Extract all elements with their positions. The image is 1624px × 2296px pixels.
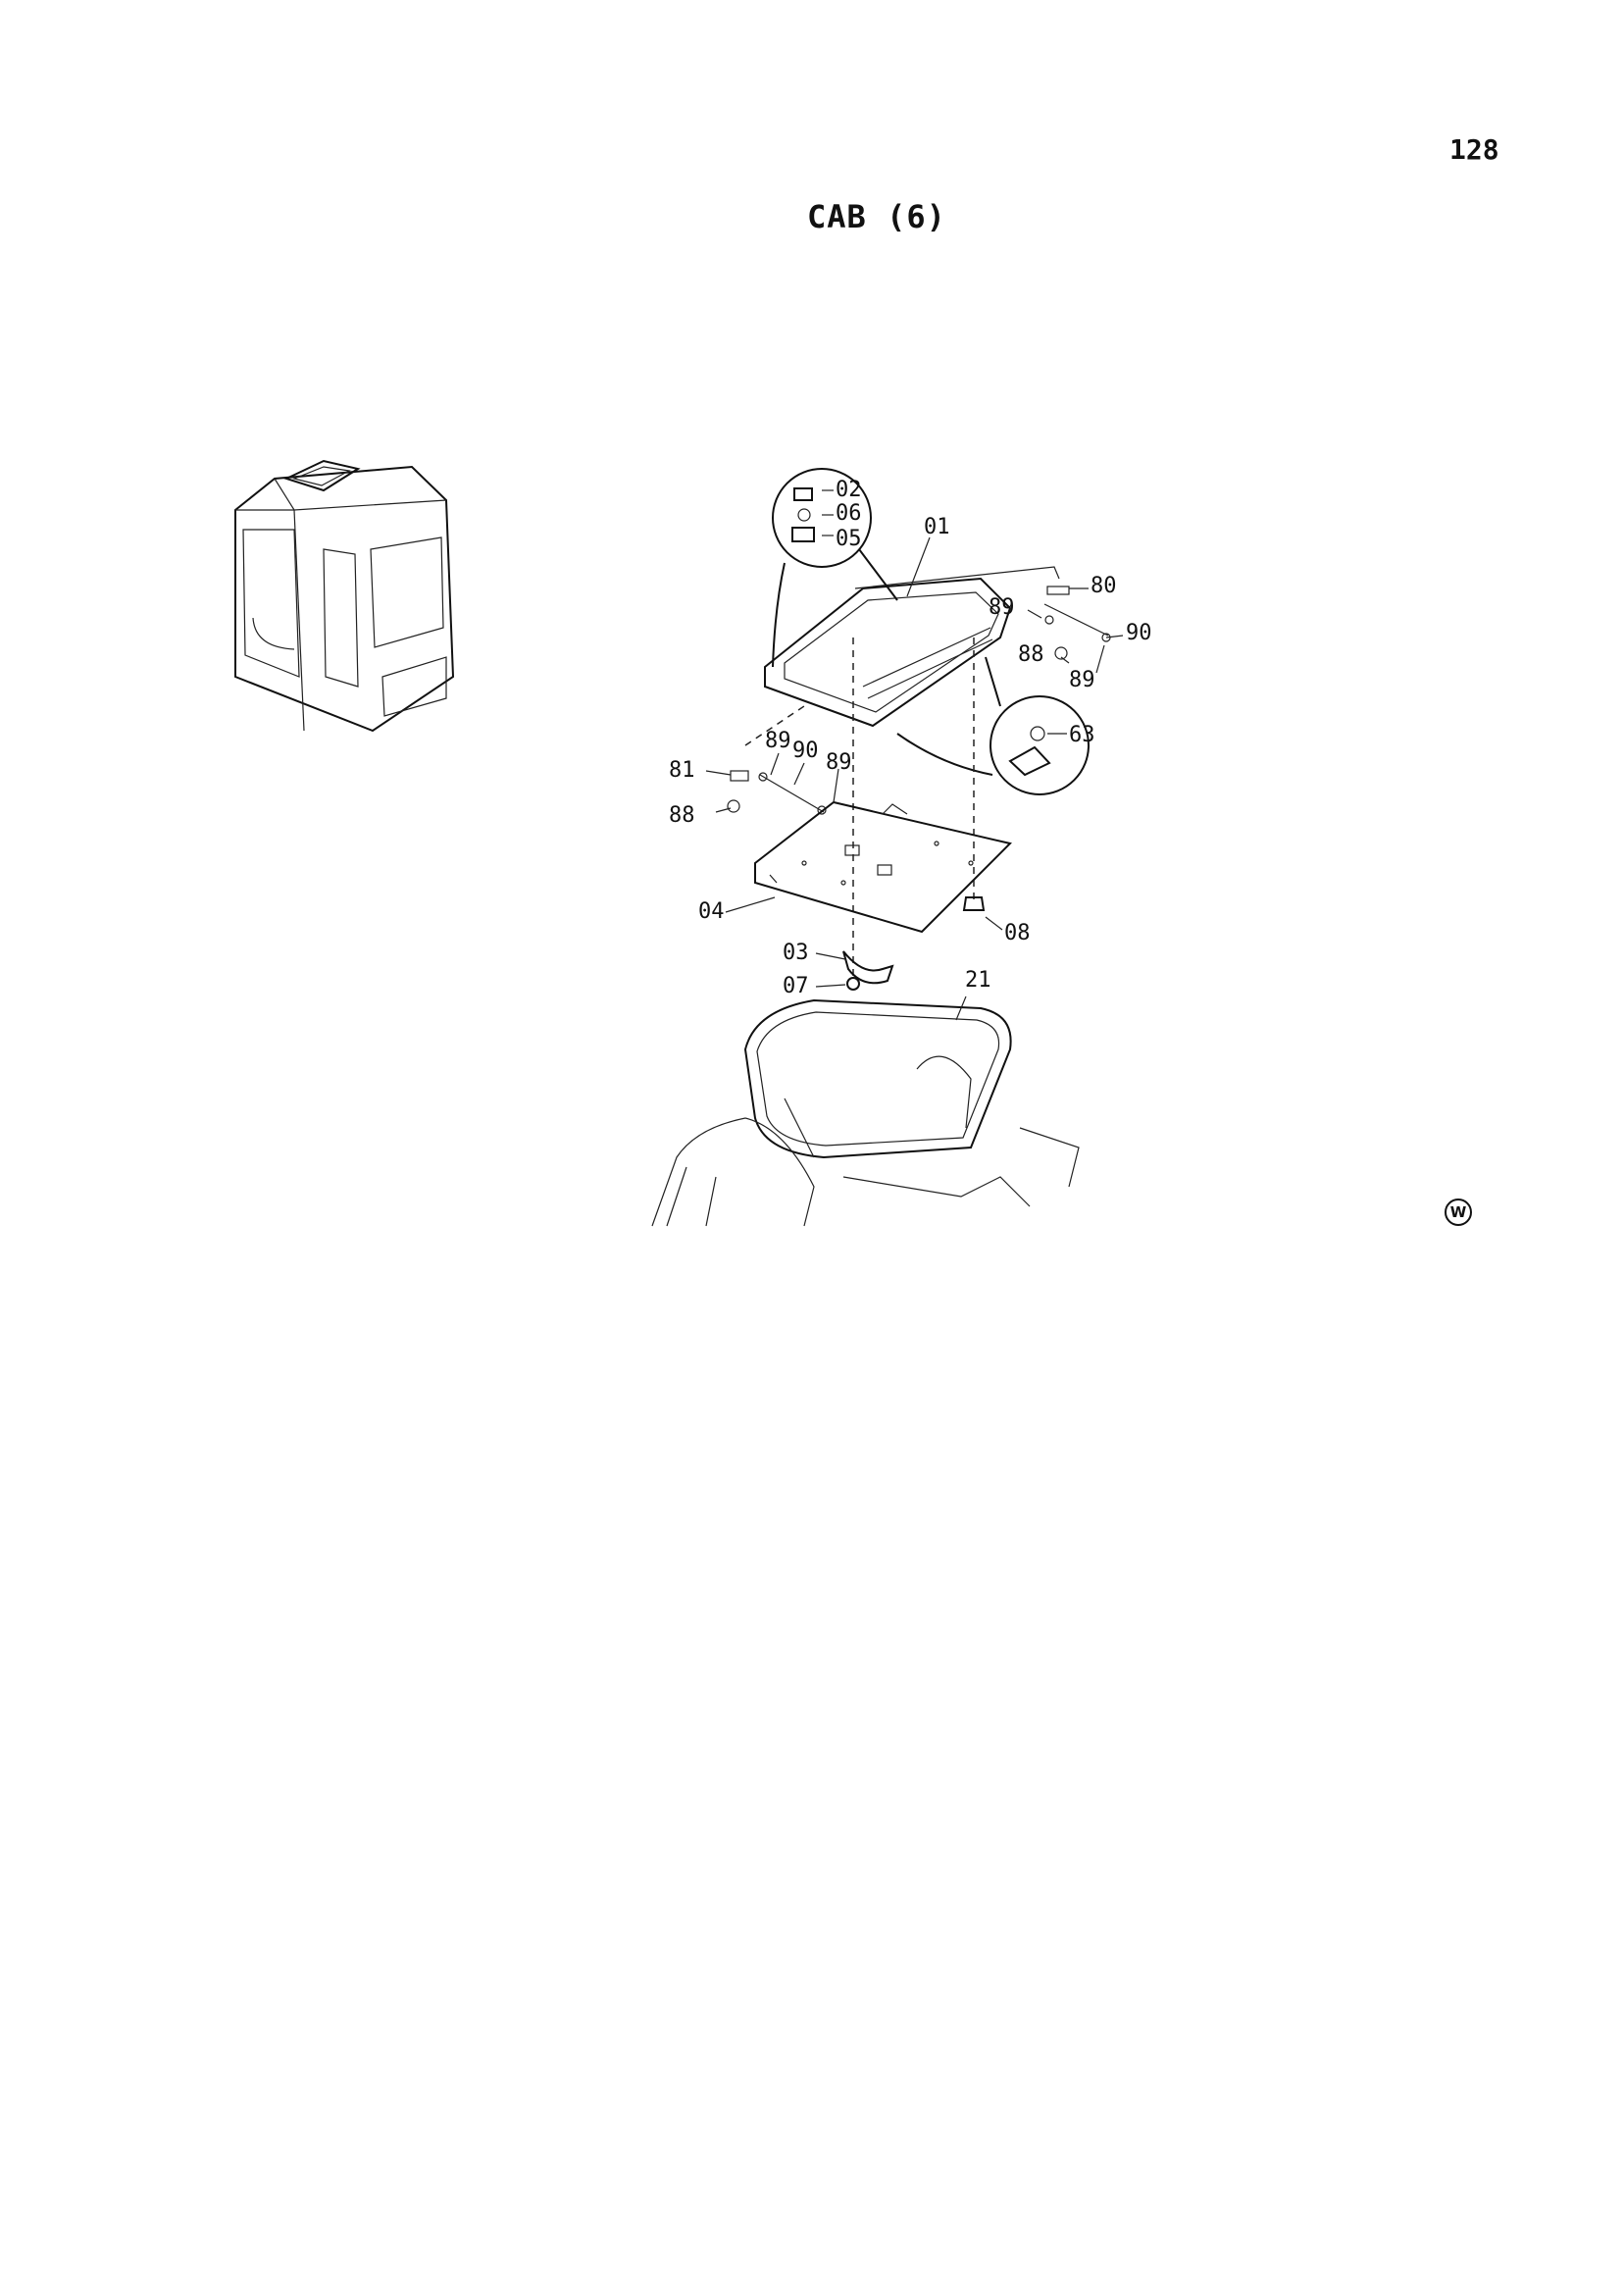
right-hinge-parts [1043, 586, 1111, 660]
detail-circle-top [772, 468, 898, 668]
callout-80: 80 [1091, 574, 1117, 598]
left-hinge-parts [727, 705, 827, 815]
callout-01: 01 [924, 515, 950, 539]
callout-labels: 02 06 05 01 80 89 90 88 89 63 81 89 90 8… [669, 478, 1152, 998]
callout-88-left: 88 [669, 803, 695, 828]
detail-circle-right [896, 656, 1090, 795]
callout-05: 05 [836, 527, 862, 551]
roof-seal-21 [743, 998, 1012, 1159]
callout-89-left: 89 [765, 729, 791, 753]
callout-06: 06 [836, 501, 862, 526]
roof-hatch-frame [764, 566, 1060, 728]
callout-89-right: 89 [1069, 668, 1095, 692]
callout-07: 07 [783, 974, 809, 998]
callout-81: 81 [669, 758, 695, 783]
callout-08: 08 [1004, 921, 1031, 945]
nut-08 [962, 896, 986, 911]
callout-89-top: 89 [989, 595, 1015, 620]
callout-90-top: 90 [1126, 621, 1152, 645]
liner-plate [754, 800, 1012, 934]
cab-roof-outline [651, 1117, 1080, 1227]
cab-overview-illustration [234, 459, 455, 733]
edition-mark: W [1445, 1199, 1472, 1226]
callout-63: 63 [1069, 723, 1095, 747]
callout-04: 04 [698, 899, 725, 924]
callout-90-left: 90 [792, 739, 819, 763]
page-title: CAB (6) [807, 198, 946, 235]
callout-88-top: 88 [1018, 642, 1044, 667]
callout-02: 02 [836, 478, 862, 502]
callout-21: 21 [965, 968, 991, 993]
assembly-lines [852, 638, 975, 981]
handle-03 [842, 950, 894, 991]
leader-lines [705, 489, 1124, 1021]
page-number: 128 [1449, 133, 1499, 166]
callout-03: 03 [783, 941, 809, 965]
callout-89-mid: 89 [826, 750, 852, 775]
